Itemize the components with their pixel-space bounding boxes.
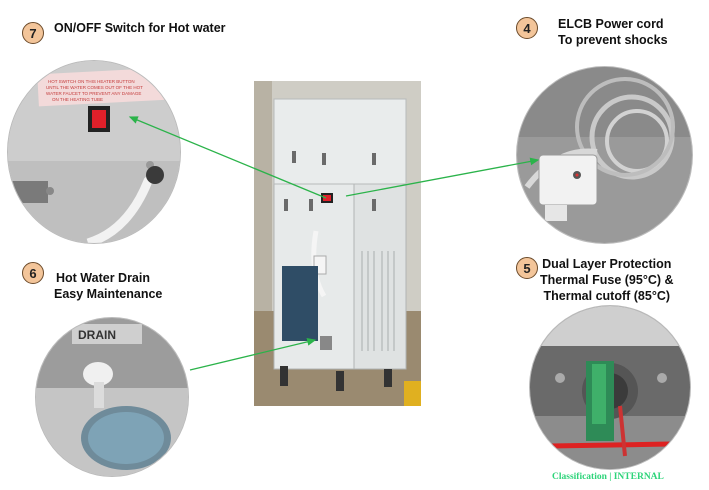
callout-label-elcb: ELCB Power cord To prevent shocks: [558, 16, 668, 48]
callout-label-line: ON/OFF Switch for Hot water: [54, 21, 226, 35]
callout-label-switch: ON/OFF Switch for Hot water: [54, 20, 226, 36]
warning-sticker-text: WATER FAUCET TO PREVENT ANY DAMAGE: [46, 91, 141, 96]
callout-label-line: Thermal cutoff (85°C): [543, 289, 671, 303]
callout-label-line: ELCB Power cord: [558, 17, 664, 31]
warning-sticker-text: HOT SWITCH ON THIS HEATER BUTTON: [48, 79, 135, 84]
callout-label-line: Dual Layer Protection: [542, 257, 672, 271]
callout-label-line: To prevent shocks: [558, 33, 668, 47]
callout-badge-4: 4: [516, 17, 538, 39]
callout-label-drain: Hot Water Drain Easy Maintenance: [54, 270, 162, 302]
warning-sticker-text: ON THE HEATING TUBE: [52, 97, 103, 102]
elcb-photo: [516, 66, 693, 244]
heater-unit-image: [254, 81, 421, 406]
drain-photo: DRAIN: [35, 317, 189, 477]
callout-label-line: Easy Maintenance: [54, 287, 163, 301]
classification-label: Classification | INTERNAL: [552, 472, 664, 482]
drain-plate-text: DRAIN: [78, 328, 116, 342]
callout-label-line: Thermal Fuse (95°C) &: [540, 273, 674, 287]
callout-badge-7: 7: [22, 22, 44, 44]
thermal-photo-image: [530, 306, 690, 469]
callout-badge-6: 6: [22, 262, 44, 284]
heater-unit-photo: [254, 81, 421, 406]
elcb-photo-image: [517, 67, 692, 243]
drain-photo-image: DRAIN: [36, 318, 188, 476]
callout-label-thermal: Dual Layer Protection Thermal Fuse (95°C…: [540, 256, 674, 304]
callout-badge-5: 5: [516, 257, 538, 279]
switch-photo-image: HOT SWITCH ON THIS HEATER BUTTON UNTIL T…: [8, 61, 180, 243]
thermal-photo: [529, 305, 691, 470]
switch-photo: HOT SWITCH ON THIS HEATER BUTTON UNTIL T…: [7, 60, 181, 244]
callout-label-line: Hot Water Drain: [56, 271, 150, 285]
warning-sticker-text: UNTIL THE WATER COMES OUT OF THE HOT: [46, 85, 143, 90]
